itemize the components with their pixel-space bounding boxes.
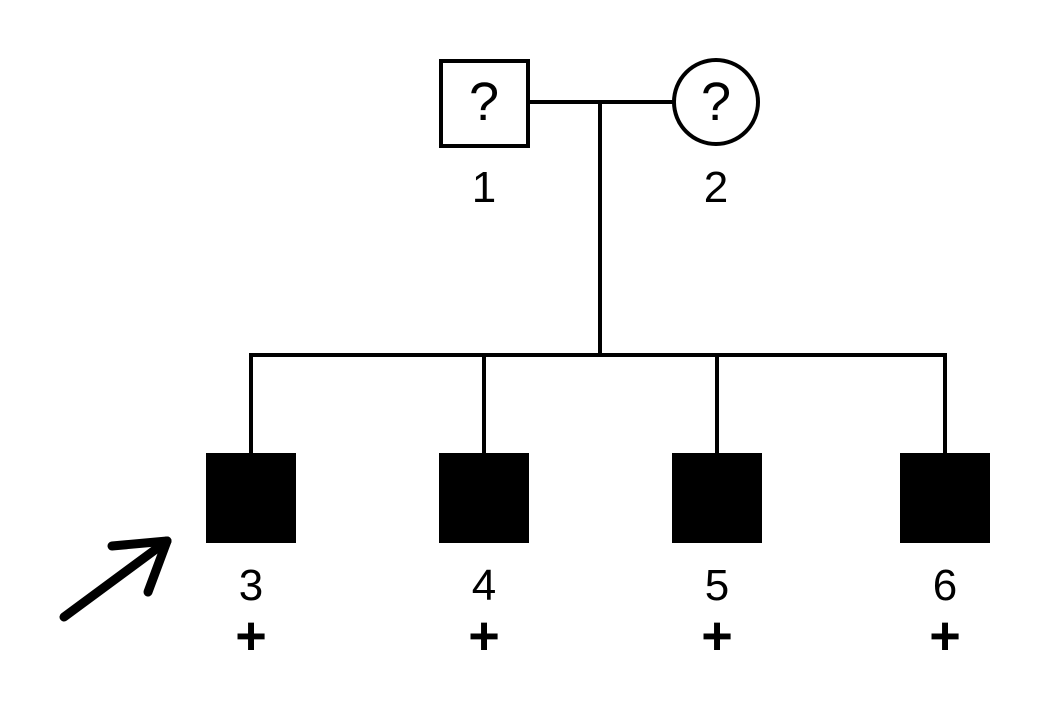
- individual-id-label-3: 3: [239, 561, 263, 610]
- symbol-square-3-affected[interactable]: [206, 453, 296, 543]
- unknown-status-mark-2: ?: [701, 72, 731, 132]
- symbol-square-5-affected[interactable]: [672, 453, 762, 543]
- individual-4[interactable]: 4 +: [439, 453, 529, 666]
- individual-2[interactable]: ? 2: [672, 58, 760, 212]
- proband-arrow-shaft: [59, 536, 172, 622]
- sibship-group: [249, 353, 947, 456]
- symbol-square-6-affected[interactable]: [900, 453, 990, 543]
- individual-1[interactable]: ? 1: [439, 59, 530, 212]
- individual-5[interactable]: 5 +: [672, 453, 762, 666]
- symbol-square-1[interactable]: [439, 59, 530, 148]
- individual-id-label-1: 1: [472, 163, 496, 212]
- individual-3[interactable]: 3 +: [206, 453, 296, 666]
- carrier-status-mark-4: +: [468, 606, 500, 666]
- individual-id-label-6: 6: [933, 561, 957, 610]
- unknown-status-mark-1: ?: [469, 72, 499, 132]
- carrier-status-mark-5: +: [701, 606, 733, 666]
- mating-line-group: [527, 100, 673, 356]
- symbol-square-4-affected[interactable]: [439, 453, 529, 543]
- proband-arrow-head-upper: [107, 536, 172, 551]
- individual-id-label-4: 4: [472, 561, 496, 610]
- proband-arrow-icon: [59, 536, 172, 622]
- individual-id-label-2: 2: [704, 163, 728, 212]
- carrier-status-mark-3: +: [235, 606, 267, 666]
- symbol-circle-2[interactable]: [672, 58, 760, 146]
- individual-6[interactable]: 6 +: [900, 453, 990, 666]
- carrier-status-mark-6: +: [929, 606, 961, 666]
- individual-id-label-5: 5: [705, 561, 729, 610]
- proband-arrow-head-lower: [143, 536, 172, 597]
